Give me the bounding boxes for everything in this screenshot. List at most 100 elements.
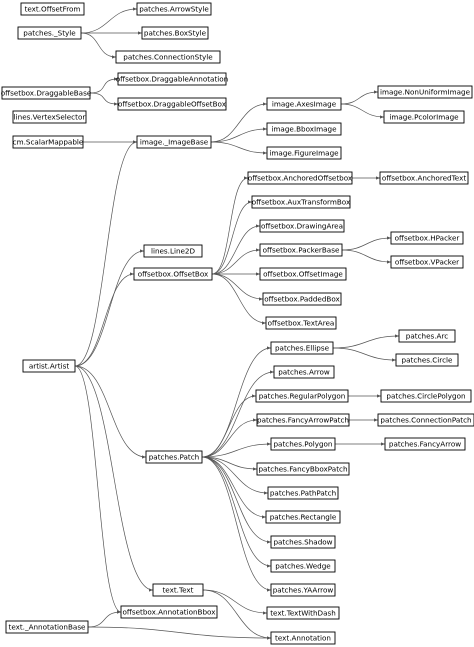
- node-patches-fancyarrowpatch: patches.FancyArrowPatch: [256, 413, 350, 427]
- edge-artist-artist-to-image-imagebase: [74, 140, 138, 367]
- node-image-axesimage: image.AxesImage: [266, 97, 342, 111]
- node-box: [251, 195, 351, 209]
- node-box: [256, 462, 350, 476]
- node-offsetbox-offsetimage: offsetbox.OffsetImage: [259, 267, 347, 281]
- node-box: [256, 413, 350, 427]
- node-label: patches.ArrowStyle: [139, 5, 209, 14]
- node-label: lines.Line2D: [151, 247, 196, 256]
- node-box: [270, 437, 336, 451]
- node-box: [22, 359, 76, 373]
- node-label: offsetbox.DraggableOffsetBox: [118, 100, 227, 109]
- edge-image-axesimage-to-image-nonuniformimage: [340, 90, 379, 105]
- node-patches-arrowstyle: patches.ArrowStyle: [136, 2, 212, 16]
- node-text-textwithdash: text.TextWithDash: [266, 606, 340, 620]
- node-box: [265, 510, 341, 524]
- node-box: [270, 631, 336, 645]
- node-offsetbox-draggablebase: offsetbox.DraggableBase: [1, 86, 92, 100]
- node-patches-arc: patches.Arc: [398, 329, 456, 343]
- node-box: [266, 97, 342, 111]
- node-patches-fancybboxpatch: patches.FancyBboxPatch: [256, 462, 350, 476]
- edge-patches-patch-to-patches-yaarrow: [201, 456, 272, 592]
- node-box: [383, 110, 465, 124]
- node-box: [384, 437, 466, 451]
- node-box: [259, 219, 345, 233]
- node-offsetbox-draggableoffsetbox: offsetbox.DraggableOffsetBox: [117, 97, 227, 111]
- node-cm-scalarmappable: cm.ScalarMappable: [12, 135, 84, 149]
- node-box: [152, 583, 204, 597]
- node-label: offsetbox.OffsetBox: [138, 270, 209, 279]
- edge-offsetbox-offsetbox-to-offsetbox-drawingarea: [211, 224, 261, 275]
- node-offsetbox-auxtransformbox: offsetbox.AuxTransformBox: [251, 195, 351, 209]
- node-text-annotationbase: text._AnnotationBase: [5, 620, 89, 634]
- node-artist-artist: artist.Artist: [22, 359, 76, 373]
- node-patches-connectionpatch: patches.ConnectionPatch: [377, 413, 474, 427]
- node-label: patches.Patch: [149, 453, 199, 462]
- node-label: offsetbox.AnchoredText: [382, 174, 466, 183]
- edge-patches-patch-to-patches-shadow: [201, 456, 272, 544]
- node-box: [266, 606, 340, 620]
- node-label: patches.Circle: [402, 356, 454, 365]
- node-box: [266, 146, 342, 160]
- node-box: [136, 135, 212, 149]
- node-patches-circle: patches.Circle: [395, 353, 459, 367]
- node-box: [20, 2, 85, 16]
- node-box: [120, 605, 218, 619]
- node-label: patches.YAArrow: [273, 586, 334, 595]
- node-patches-fancyarrow: patches.FancyArrow: [384, 437, 466, 451]
- node-label: patches.ConnectionPatch: [380, 416, 471, 425]
- node-label: text.OffsetFrom: [25, 5, 81, 14]
- edge-patches-patch-to-patches-polygon: [201, 442, 272, 458]
- node-box: [117, 72, 227, 86]
- node-box: [117, 97, 227, 111]
- node-patches-circlepolygon: patches.CirclePolygon: [380, 389, 472, 403]
- node-box: [270, 341, 334, 355]
- node-label: patches.RegularPolygon: [259, 392, 346, 401]
- node-label: offsetbox.PackerBase: [263, 246, 340, 255]
- node-label: offsetbox.AnchoredOffsetbox: [248, 174, 353, 183]
- node-label: patches._Style: [23, 29, 76, 38]
- node-label: patches.FancyArrow: [389, 440, 461, 449]
- node-box: [270, 559, 336, 573]
- node-box: [136, 2, 212, 16]
- node-label: text._AnnotationBase: [9, 623, 87, 632]
- node-label: patches.CirclePolygon: [386, 392, 465, 401]
- edge-patches-patch-to-patches-regularpolygon: [201, 394, 257, 458]
- edge-offsetbox-offsetbox-to-offsetbox-anchoredoffsetbox: [211, 176, 249, 275]
- node-offsetbox-textarea: offsetbox.TextArea: [265, 316, 337, 330]
- node-box: [379, 171, 469, 185]
- node-box: [262, 292, 342, 306]
- node-label: patches.Polygon: [274, 440, 333, 449]
- node-offsetbox-annotationbbox: offsetbox.AnnotationBbox: [120, 605, 218, 619]
- node-offsetbox-packerbase: offsetbox.PackerBase: [259, 243, 343, 257]
- node-patches-pathpatch: patches.PathPatch: [267, 486, 339, 500]
- node-patches-arrow: patches.Arrow: [273, 365, 335, 379]
- node-box: [5, 620, 89, 634]
- node-image-imagebase: image._ImageBase: [136, 135, 212, 149]
- node-offsetbox-anchoredtext: offsetbox.AnchoredText: [379, 171, 469, 185]
- node-patches-connectionstyle: patches.ConnectionStyle: [115, 50, 221, 64]
- node-label: offsetbox.DraggableBase: [1, 89, 92, 98]
- node-offsetbox-offsetbox: offsetbox.OffsetBox: [133, 267, 213, 281]
- node-box: [270, 535, 336, 549]
- node-offsetbox-hpacker: offsetbox.HPacker: [390, 231, 464, 245]
- node-label: patches.Wedge: [275, 562, 331, 571]
- node-image-nonuniformimage: image.NonUniformImage: [377, 85, 473, 99]
- node-patches-polygon: patches.Polygon: [270, 437, 336, 451]
- node-label: patches.Shadow: [273, 538, 332, 547]
- node-patches-regularpolygon: patches.RegularPolygon: [255, 389, 349, 403]
- edge-patches-style-to-patches-connectionstyle: [80, 32, 117, 59]
- node-box: [115, 50, 221, 64]
- edge-offsetbox-packerbase-to-offsetbox-vpacker: [341, 249, 392, 264]
- node-label: patches.FancyBboxPatch: [258, 465, 347, 474]
- node-label: patches.Arrow: [278, 368, 330, 377]
- node-label: lines.VertexSelector: [14, 113, 86, 122]
- node-box: [265, 316, 337, 330]
- node-patches-boxstyle: patches.BoxStyle: [141, 26, 209, 40]
- node-box: [143, 244, 203, 258]
- node-patches-wedge: patches.Wedge: [270, 559, 336, 573]
- node-box: [377, 85, 473, 99]
- edge-offsetbox-draggablebase-to-offsetbox-draggableannotation: [89, 77, 119, 94]
- edge-patches-patch-to-patches-ellipse: [201, 346, 272, 458]
